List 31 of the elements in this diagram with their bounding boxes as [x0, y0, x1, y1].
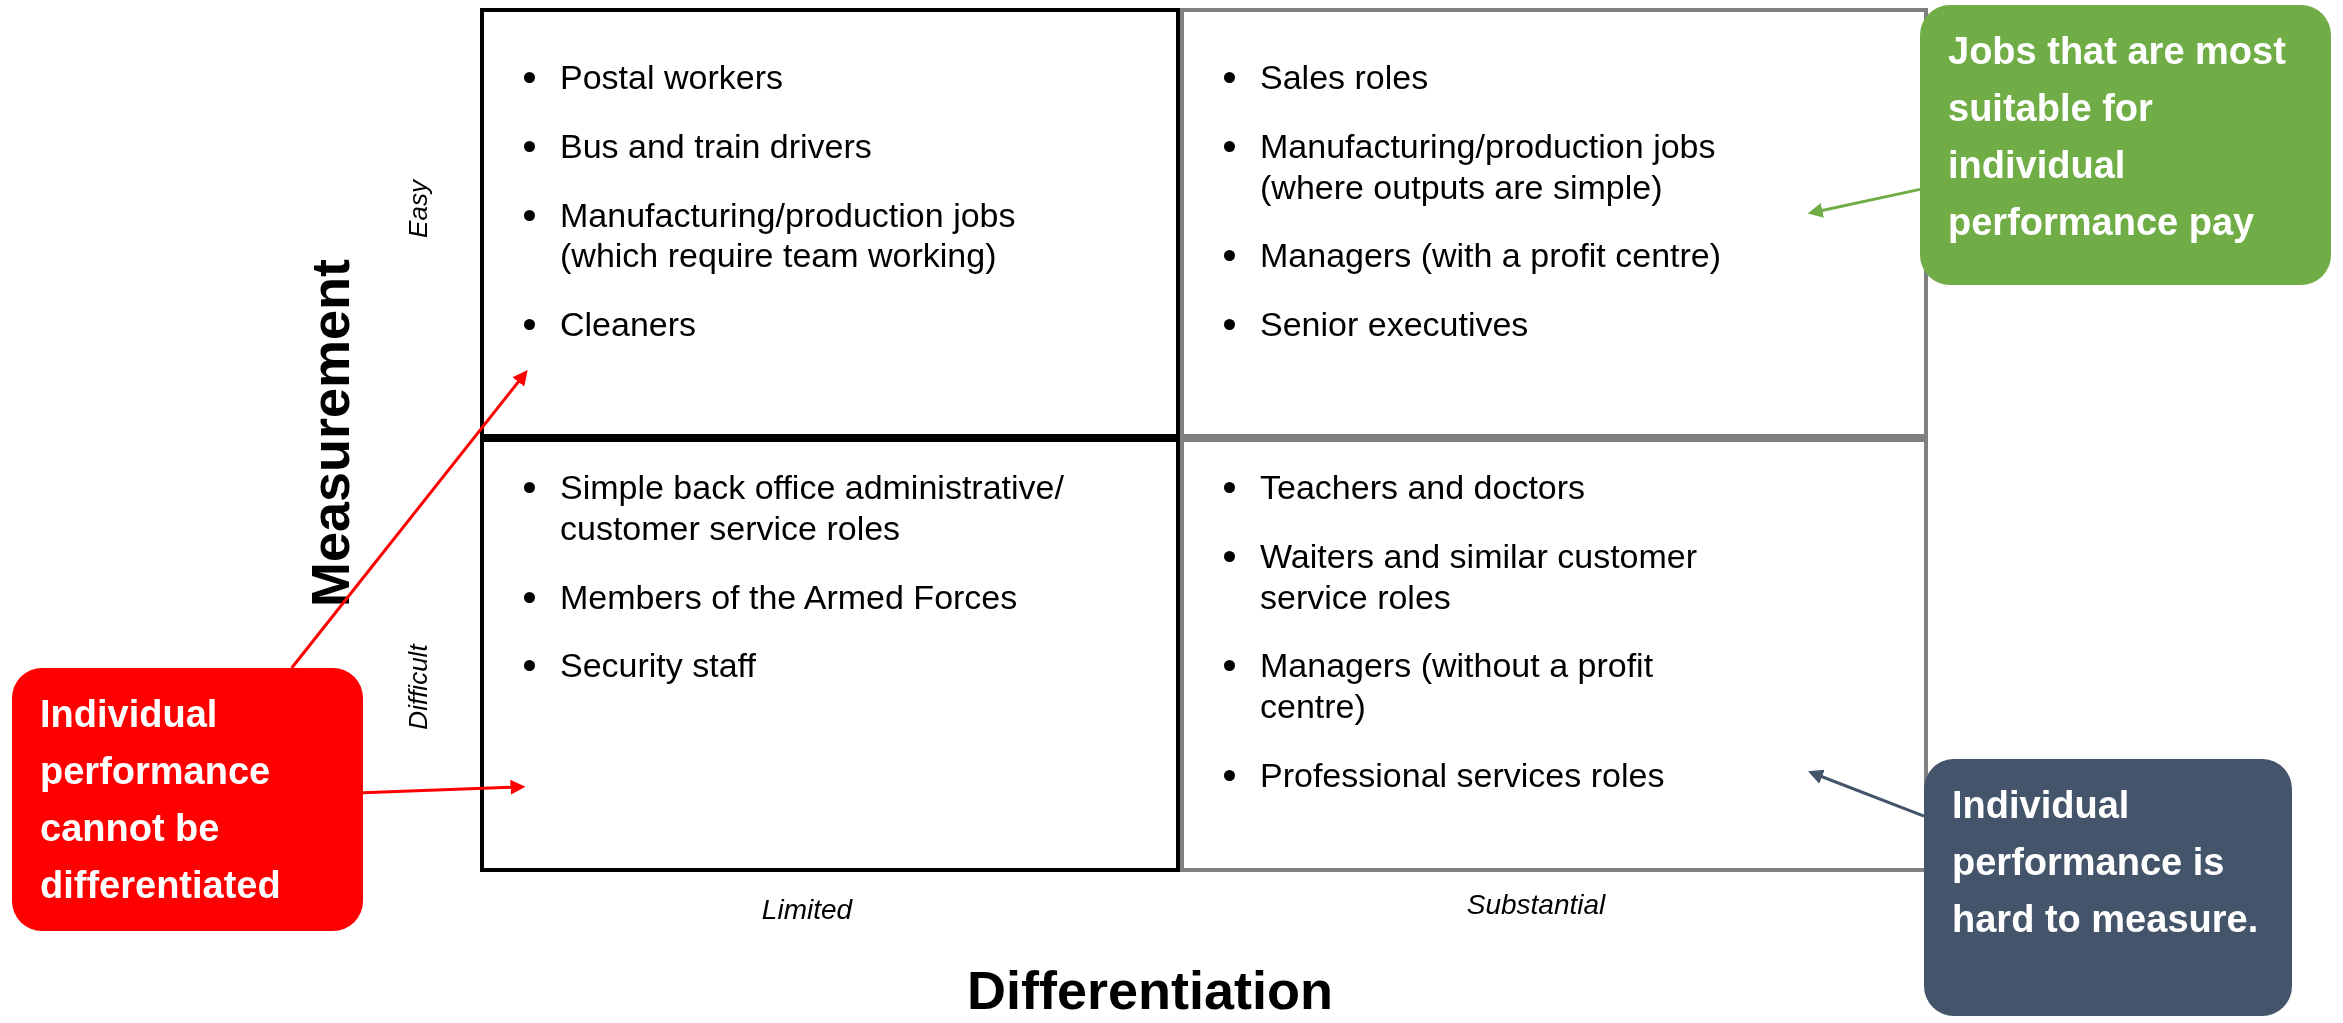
- list-item-text: Senior executives: [1260, 304, 1530, 345]
- arrow: [1807, 187, 1921, 218]
- arrow: [290, 370, 528, 669]
- list-item-text: Bus and train drivers: [560, 125, 873, 167]
- axis-label: Measurement: [299, 258, 361, 608]
- list-item-text: Cleaners: [560, 304, 698, 345]
- axis-label: Easy: [402, 180, 434, 238]
- list-item-text: Managers (without a profit centre): [1260, 645, 1655, 727]
- axis-label: Substantial: [1466, 889, 1606, 921]
- list-item-text: Sales roles: [1260, 57, 1430, 98]
- matrix-quadrant: [480, 438, 1180, 872]
- list-item-text: Manufacturing/production jobs (where outputs are simple): [1260, 125, 1717, 208]
- axis-label: Difficult: [402, 644, 434, 730]
- arrow: [362, 779, 526, 795]
- axis-label: Differentiation: [967, 959, 1333, 1021]
- matrix-quadrant: [1180, 438, 1928, 872]
- callout-box: Individual performance is hard to measure.: [1924, 759, 2292, 1016]
- list-item-text: Managers (with a profit centre): [1260, 235, 1723, 277]
- list-item-text: Teachers and doctors: [1260, 467, 1587, 508]
- list-item-text: Manufacturing/production jobs (which require team working): [560, 194, 1017, 277]
- list-item-text: Professional services roles: [1260, 755, 1666, 796]
- list-item-text: Postal workers: [560, 57, 784, 98]
- arrow: [1808, 769, 1925, 818]
- matrix-quadrant: [480, 8, 1180, 438]
- list-item-text: Members of the Armed Forces: [560, 576, 1019, 618]
- axis-label: Limited: [761, 894, 853, 926]
- list-item-text: Simple back office administrative/ customer service roles: [560, 467, 1065, 549]
- callout-box: Individual performance cannot be differentiated: [12, 668, 363, 931]
- list-item-text: Waiters and similar customer service roles: [1260, 535, 1699, 618]
- callout-box: Jobs that are most suitable for individual performance pay: [1920, 5, 2331, 285]
- list-item-text: Security staff: [560, 645, 757, 687]
